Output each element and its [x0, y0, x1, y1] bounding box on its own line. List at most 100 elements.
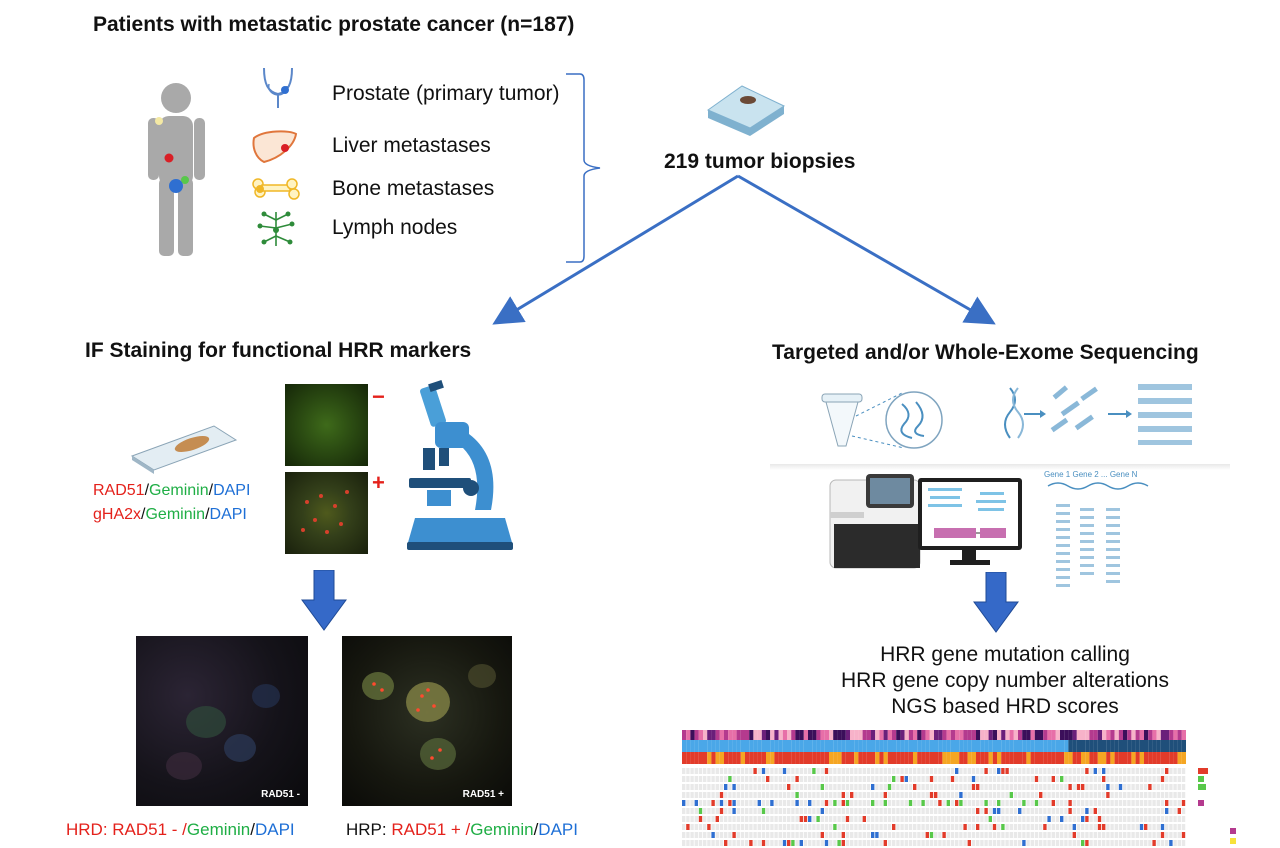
- oncoprint-cell: [967, 784, 971, 790]
- oncoprint-cell: [1144, 792, 1148, 798]
- oncoprint-cell: [808, 784, 812, 790]
- oncoprint-cell: [778, 800, 782, 806]
- oncoprint-cell: [1102, 784, 1106, 790]
- oncoprint-cell: [1055, 730, 1060, 740]
- oncoprint-cell: [703, 768, 707, 774]
- oncoprint-cell: [1097, 824, 1102, 830]
- oncoprint-cell: [900, 824, 904, 830]
- oncoprint-cell: [1051, 824, 1055, 830]
- oncoprint-cell: [1009, 800, 1013, 806]
- oncoprint-cell: [833, 816, 837, 822]
- oncoprint-cell: [778, 730, 783, 740]
- oncoprint-cell: [871, 776, 875, 782]
- oncoprint-cell: [694, 808, 698, 814]
- oncoprint-cell: [1076, 832, 1081, 838]
- oncoprint-cell: [736, 816, 740, 822]
- oncoprint-cell: [724, 784, 728, 790]
- oncoprint-cell: [904, 792, 908, 798]
- oncoprint-cell: [1135, 832, 1139, 838]
- oncoprint-cell: [703, 752, 708, 764]
- oncoprint-cell: [703, 816, 707, 822]
- oncoprint-cell: [929, 800, 934, 806]
- oncoprint-cell: [690, 752, 695, 764]
- oncoprint-cell: [866, 776, 871, 782]
- oncoprint-cell: [1018, 776, 1022, 782]
- oncoprint-cell: [690, 800, 694, 806]
- oncoprint-cell: [1127, 840, 1131, 846]
- oncoprint-cell: [913, 800, 917, 806]
- oncoprint-cell: [1030, 792, 1034, 798]
- oncoprint-cell: [1055, 816, 1060, 822]
- oncoprint-cell: [1064, 768, 1068, 774]
- oncoprint-cell: [829, 824, 833, 830]
- oncoprint-cell: [980, 776, 984, 782]
- oncoprint-cell: [1013, 784, 1018, 790]
- oncoprint-cell: [795, 840, 799, 846]
- oncoprint-cell: [1110, 784, 1114, 790]
- oncoprint-cell: [1156, 784, 1160, 790]
- oncoprint-cell: [976, 840, 980, 846]
- oncoprint-cell: [774, 768, 778, 774]
- oncoprint-cell: [1102, 776, 1106, 782]
- oncoprint-cell: [871, 730, 876, 740]
- oncoprint-cell: [984, 730, 989, 740]
- oncoprint-cell: [992, 740, 997, 752]
- oncoprint-cell: [1089, 776, 1093, 782]
- oncoprint-cell: [724, 808, 728, 814]
- oncoprint-cell: [1022, 800, 1026, 806]
- oncoprint-cell: [698, 740, 703, 752]
- oncoprint-cell: [1043, 784, 1047, 790]
- oncoprint-cell: [690, 784, 694, 790]
- oncoprint-cell: [997, 776, 1001, 782]
- oncoprint-cell: [829, 832, 833, 838]
- oncoprint-cell: [799, 792, 803, 798]
- oncoprint-cell: [1152, 768, 1156, 774]
- oncoprint-cell: [753, 752, 758, 764]
- oncoprint-cell: [850, 808, 854, 814]
- oncoprint-cell: [1022, 740, 1027, 752]
- oncoprint-cell: [988, 808, 992, 814]
- oncoprint-cell: [879, 824, 883, 830]
- oncoprint-cell: [984, 816, 988, 822]
- oncoprint-cell: [963, 792, 967, 798]
- oncoprint-cell: [812, 800, 816, 806]
- oncoprint-cell: [1106, 730, 1111, 740]
- oncoprint-cell: [1114, 740, 1119, 752]
- oncoprint-cell: [698, 808, 703, 814]
- oncoprint-cell: [900, 832, 904, 838]
- oncoprint-cell: [1118, 768, 1123, 774]
- oncoprint-cell: [871, 800, 875, 806]
- oncoprint-cell: [732, 816, 736, 822]
- oncoprint-cell: [1156, 816, 1160, 822]
- oncoprint-cell: [1026, 752, 1031, 764]
- oncoprint-cell: [770, 816, 774, 822]
- oncoprint-cell: [1139, 800, 1144, 806]
- oncoprint-cell: [770, 824, 774, 830]
- oncoprint-cell: [682, 730, 687, 740]
- oncoprint-cell: [900, 800, 904, 806]
- oncoprint-cell: [1102, 730, 1107, 740]
- oncoprint-cell: [682, 816, 686, 822]
- oncoprint-cell: [908, 840, 913, 846]
- oncoprint-cell: [921, 792, 925, 798]
- oncoprint-cell: [719, 740, 724, 752]
- oncoprint-cell: [799, 840, 803, 846]
- oncoprint-cell: [1022, 840, 1026, 846]
- oncoprint-cell: [955, 816, 959, 822]
- oncoprint-cell: [1135, 730, 1140, 740]
- oncoprint-cell: [732, 730, 737, 740]
- oncoprint-cell: [1018, 816, 1022, 822]
- oncoprint-cell: [845, 752, 850, 764]
- oncoprint-cell: [1051, 840, 1055, 846]
- oncoprint-cell: [1022, 792, 1026, 798]
- oncoprint-cell: [1114, 800, 1118, 806]
- oncoprint-cell: [984, 776, 988, 782]
- oncoprint-cell: [1085, 730, 1090, 740]
- oncoprint-cell: [929, 730, 934, 740]
- separator: /: [250, 820, 255, 839]
- oncoprint-cell: [774, 840, 778, 846]
- oncoprint-cell: [938, 730, 943, 740]
- oncoprint-cell: [854, 784, 858, 790]
- oncoprint-cell: [837, 740, 842, 752]
- oncoprint-cell: [719, 752, 724, 764]
